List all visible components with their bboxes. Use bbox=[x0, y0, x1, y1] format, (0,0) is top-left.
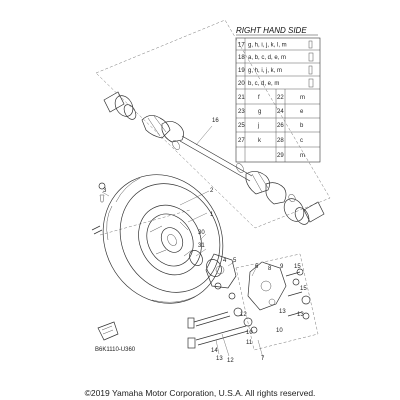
assembly-outline bbox=[95, 19, 331, 236]
callout-12-b: 12 bbox=[227, 358, 234, 364]
pair-28-num: 28 bbox=[277, 138, 284, 144]
callout-7: 7 bbox=[261, 356, 265, 362]
pair-24-num: 24 bbox=[277, 109, 284, 115]
hub-knuckle bbox=[187, 250, 311, 349]
pair-29-num: 29 bbox=[277, 153, 284, 159]
callout-11: 11 bbox=[246, 340, 253, 346]
copyright-footer: ©2019 Yamaha Motor Corporation, U.S.A. A… bbox=[84, 388, 316, 398]
pair-27-val: k bbox=[258, 138, 262, 144]
callout-2: 2 bbox=[210, 188, 214, 194]
callout-12-a: 12 bbox=[240, 312, 247, 318]
callout-8: 8 bbox=[268, 266, 272, 272]
callout-10-b: 10 bbox=[276, 328, 283, 334]
pair-22-num: 22 bbox=[277, 95, 284, 101]
pair-27-num: 27 bbox=[238, 138, 245, 144]
pair-25-num: 25 bbox=[238, 123, 245, 129]
callouts: 16 1 2 3 31 30 5 4 6 8 9 15 15 10 11 12 … bbox=[103, 118, 307, 364]
bracket-outline bbox=[235, 253, 319, 351]
callout-5: 5 bbox=[233, 258, 237, 264]
row-20-num: 20 bbox=[238, 81, 245, 87]
pair-26-val: b bbox=[300, 123, 304, 129]
callout-15-a: 15 bbox=[294, 264, 301, 270]
row-17-num: 17 bbox=[238, 43, 245, 49]
drive-shaft bbox=[103, 91, 325, 225]
pair-23-num: 23 bbox=[238, 109, 245, 115]
right-hand-side-table: RIGHT HAND SIDE 17 g, h, i, j, k, l, m 1… bbox=[235, 26, 321, 163]
pair-24-val: e bbox=[300, 109, 304, 115]
callout-9: 9 bbox=[280, 264, 284, 270]
pair-26-num: 26 bbox=[277, 123, 284, 129]
pair-21-val: f bbox=[258, 95, 260, 101]
row-17-text: g, h, i, j, k, l, m bbox=[248, 43, 287, 49]
callout-13-a: 13 bbox=[279, 309, 286, 315]
table-title: RIGHT HAND SIDE bbox=[236, 26, 307, 35]
row-19-num: 19 bbox=[238, 68, 245, 74]
callout-3: 3 bbox=[103, 188, 107, 194]
callout-14: 14 bbox=[211, 348, 218, 354]
leader-lines bbox=[101, 125, 264, 359]
callout-10-a: 10 bbox=[246, 330, 253, 336]
pair-25-val: j bbox=[257, 123, 259, 129]
pair-28-val: c bbox=[300, 138, 303, 144]
pair-23-val: g bbox=[258, 109, 261, 115]
hand-symbol-icon bbox=[97, 321, 119, 341]
callout-13-b: 13 bbox=[297, 312, 304, 318]
row-20-text: b, c, d, e, m bbox=[248, 81, 279, 87]
pair-21-num: 21 bbox=[238, 95, 245, 101]
callout-6: 6 bbox=[255, 264, 259, 270]
callout-31: 31 bbox=[198, 243, 205, 249]
row-18-num: 18 bbox=[238, 55, 245, 61]
callout-15-b: 15 bbox=[300, 286, 307, 292]
callout-30: 30 bbox=[198, 230, 205, 236]
row-18-text: a, b, c, d, e, m bbox=[248, 55, 286, 61]
pair-29-val: m bbox=[300, 153, 305, 159]
callout-1: 1 bbox=[210, 212, 214, 218]
figure-code: B6K1110-U360 bbox=[95, 347, 136, 353]
callout-4: 4 bbox=[223, 258, 227, 264]
row-19-text: g, h, i, j, k, m bbox=[248, 68, 282, 74]
boot-part-icon bbox=[308, 40, 314, 88]
callout-16: 16 bbox=[212, 118, 219, 124]
pair-22-val: m bbox=[300, 95, 305, 101]
callout-13-c: 13 bbox=[216, 356, 223, 362]
wheel-assembly bbox=[91, 174, 224, 304]
